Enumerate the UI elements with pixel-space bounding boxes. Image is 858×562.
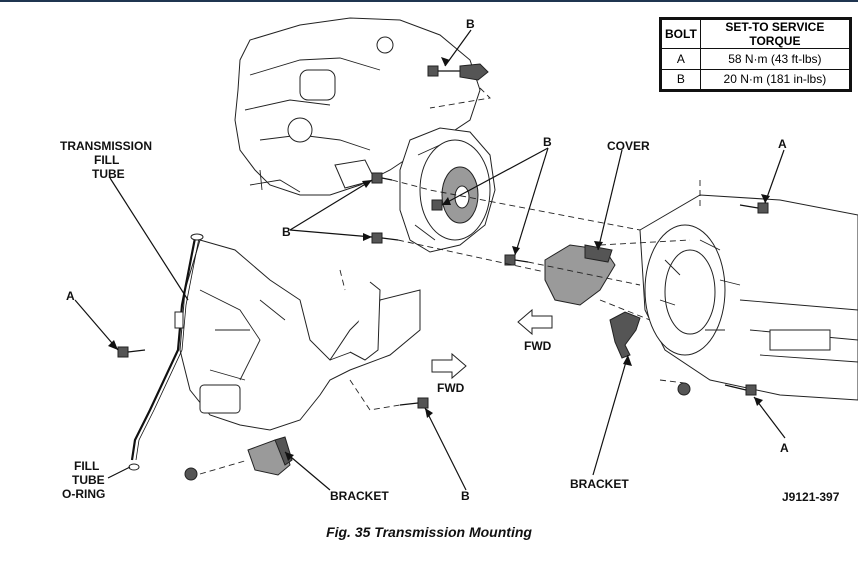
bolt-b-engine [371, 172, 393, 184]
nut-right [677, 382, 691, 396]
label-b-mid: B [543, 135, 552, 149]
transmission-case [639, 194, 858, 401]
table-row: B 20 N·m (181 in-lbs) [661, 68, 851, 90]
label-b-left: B [282, 225, 291, 239]
label-fill-tube-line1: TRANSMISSION [60, 139, 152, 153]
cover-plate [544, 244, 616, 306]
nut-left [184, 467, 198, 481]
label-fwd-lower: FWD [437, 381, 465, 395]
leader-lines [74, 29, 786, 491]
alignment-lines [199, 87, 701, 475]
figure-caption: Fig. 35 Transmission Mounting [326, 524, 532, 540]
torque-table: BOLT SET-TO SERVICE TORQUE A 58 N·m (43 … [659, 17, 852, 92]
label-b-top: B [466, 17, 475, 31]
bracket-clip-top [459, 63, 489, 81]
top-border [0, 0, 858, 2]
label-oring-line2: TUBE [72, 473, 105, 487]
label-fill-tube-line2: FILL [94, 153, 119, 167]
bolts [117, 63, 769, 481]
torque-bolt-cell: A [661, 48, 701, 70]
torque-bolt-cell: B [661, 68, 701, 90]
label-a-top-right: A [778, 137, 787, 151]
label-fill-tube-line3: TUBE [92, 167, 125, 181]
bolt-b-top [427, 65, 460, 77]
bolt-b-left [371, 232, 399, 244]
bolt-a-top-right [739, 202, 769, 214]
fwd-arrow-upper [517, 308, 553, 336]
bolt-a-left [117, 346, 146, 358]
table-row: A 58 N·m (43 ft-lbs) [661, 48, 851, 70]
label-a-bottom-right: A [780, 441, 789, 455]
flexplate-housing [399, 127, 496, 253]
arrowheads [108, 57, 770, 461]
bolt-b-center [431, 199, 443, 211]
label-a-left: A [66, 289, 75, 303]
torque-header-value: SET-TO SERVICE TORQUE [699, 19, 851, 49]
label-oring-line1: FILL [74, 459, 99, 473]
bracket-left-part [247, 436, 293, 476]
label-bracket-right: BRACKET [570, 477, 629, 491]
bolt-b-bottom [399, 397, 429, 409]
label-bracket-left: BRACKET [330, 489, 389, 503]
bolt-b-cover [504, 254, 529, 266]
label-oring-line3: O-RING [62, 487, 105, 501]
adapter-housing [179, 239, 421, 431]
bolt-a-bottom-right [724, 384, 757, 396]
torque-header-bolt: BOLT [661, 19, 701, 49]
torque-value-cell: 58 N·m (43 ft-lbs) [699, 48, 851, 70]
label-b-bottom: B [461, 489, 470, 503]
label-fwd-upper: FWD [524, 339, 552, 353]
bracket-right-part [609, 311, 641, 359]
torque-value-cell: 20 N·m (181 in-lbs) [699, 68, 851, 90]
figure-code: J9121-397 [782, 490, 840, 504]
fwd-arrow-lower [431, 352, 467, 380]
label-cover: COVER [607, 139, 650, 153]
